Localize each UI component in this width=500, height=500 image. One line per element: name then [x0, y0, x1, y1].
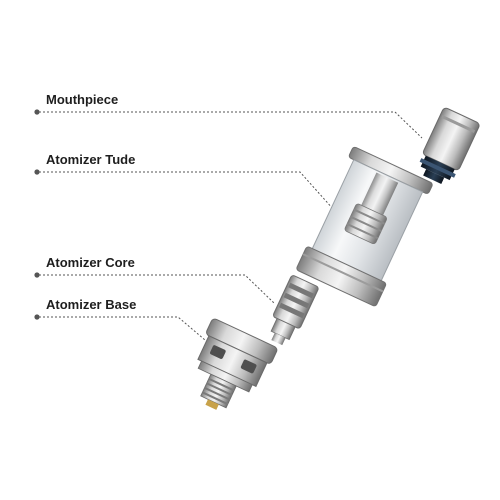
mouthpiece-leader-dot — [34, 109, 40, 115]
atomizer-base-leader-dot — [34, 314, 40, 320]
atomizer-core-leader-dot — [34, 272, 40, 278]
atomizer-core-label: Atomizer Core — [46, 255, 135, 270]
atomizer-tube-leader-line — [39, 171, 335, 211]
atomizer-tube-label: Atomizer Tude — [46, 152, 136, 167]
mouthpiece-label: Mouthpiece — [46, 92, 119, 107]
atomizer-core-part — [270, 275, 319, 346]
leader-lines — [34, 109, 423, 341]
atomizer-tube-leader-dot — [34, 169, 40, 175]
mouthpiece-leader-line — [39, 111, 423, 139]
atomizer-tube-part — [296, 146, 433, 307]
mouthpiece-part — [419, 107, 480, 184]
atomizer-base-part — [197, 318, 278, 410]
atomizer-base-leader-line — [39, 316, 206, 341]
atomizer-base-label: Atomizer Base — [46, 297, 137, 312]
atomizer-core-leader-line — [39, 274, 275, 304]
